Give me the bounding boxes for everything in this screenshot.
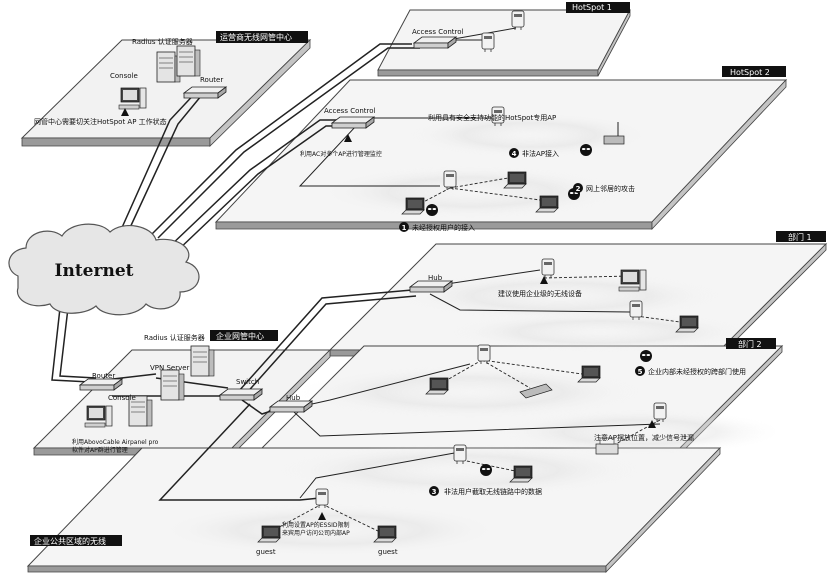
- hotspot2-tag: [722, 66, 786, 77]
- enterprise-radius-label: Radius 认证服务器: [144, 333, 205, 342]
- hotspot1-access-control-icon: [413, 36, 457, 49]
- badge-4: [509, 148, 519, 158]
- isp-radius-label: Radius 认证服务器: [132, 37, 193, 46]
- isp-center-title: 运营商无线网管中心: [220, 32, 292, 42]
- hacker-icon: [480, 464, 492, 476]
- secure-ap-note: 利用具有安全支持功能的HotSpot专用AP: [428, 113, 556, 122]
- hotspot2-title: HotSpot 2: [730, 68, 770, 77]
- threat4-label: 非法AP接入: [522, 149, 559, 158]
- enterprise-center-tag: [210, 330, 278, 341]
- badge-5-num: 5: [638, 368, 643, 376]
- dept1-ap2-icon: [629, 300, 643, 321]
- ssid-note-line1: 利用设置AP的ESSID限制: [282, 521, 350, 529]
- hotspot1: HotSpot 1 Access Control: [412, 2, 630, 53]
- dept1-ap1-icon: [541, 258, 555, 279]
- enterprise-router-label: Router: [92, 372, 115, 380]
- public-area: 企业公共区域的无线 3 非法用户截取无线链路中的数据 利用设置AP的ESSID限…: [30, 444, 542, 556]
- threat2-label: 网上邻居的攻击: [586, 184, 635, 193]
- dept2-hub-label: Hub: [286, 394, 301, 402]
- ac-monitor-note: 利用AC对多个AP进行管理监控: [300, 150, 382, 158]
- dept2-hub-icon: [269, 400, 313, 413]
- radius-server-icon: [156, 51, 181, 83]
- dept1-note: 建议使用企业级的无线设备: [498, 289, 582, 298]
- enterprise-console-icon: [84, 405, 113, 428]
- public-ap1-icon: [453, 444, 467, 465]
- hotspot1-ap2-icon: [481, 32, 495, 53]
- dept2-printer-icon: [595, 437, 619, 455]
- badge-4-num: 4: [512, 150, 517, 158]
- badge-2: [573, 183, 583, 193]
- badge-1: [399, 222, 409, 232]
- badge-2-num: 2: [576, 185, 581, 193]
- server-icon: [176, 45, 201, 77]
- public-area-tag: [30, 535, 122, 546]
- radius-server-icon: [190, 345, 215, 377]
- guest2-label: guest: [378, 548, 398, 556]
- hacker-icon: [640, 350, 652, 362]
- public-ap2-icon: [315, 488, 329, 509]
- dept2-pda-icon: [519, 383, 553, 399]
- isp-console-label: Console: [110, 72, 138, 80]
- placement-note: 注意AP摆放位置，减少信号泄漏: [594, 433, 694, 442]
- enterprise-note-line2: 软件对AP群进行管理: [72, 446, 128, 454]
- threat3-label: 非法用户截取无线链路中的数据: [444, 487, 542, 496]
- isp-center-tag: [216, 31, 308, 43]
- hotspot2-ap-icon: [443, 170, 457, 191]
- dept2-title: 部门 2: [738, 339, 762, 349]
- vpn-server-icon: [160, 369, 185, 401]
- console-pc-icon: [118, 87, 147, 110]
- rogue-ap-icon: [603, 122, 625, 145]
- enterprise-center-title: 企业网管中心: [216, 331, 264, 341]
- hotspot1-ap-icon: [511, 10, 525, 31]
- dept2-ap1-icon: [477, 344, 491, 365]
- switch-icon: [219, 388, 263, 401]
- enterprise-note-line1: 利用AbovoCable Airpanel pro: [72, 438, 159, 446]
- threat5-label: 企业内部未经授权的跨部门使用: [648, 367, 746, 376]
- dept1-hub-icon: [409, 280, 453, 293]
- public-area-title: 企业公共区域的无线: [34, 536, 106, 546]
- hotspot1-tag: [566, 2, 630, 13]
- ssid-note-line2: 来宾用户访问公司内部AP: [282, 529, 350, 537]
- dept1-pc-icon: [618, 269, 647, 292]
- hacker-icon: [426, 204, 438, 216]
- hacker-icon: [580, 144, 592, 156]
- dept1: 部门 1 Hub 建议使用企业级的无线设备: [409, 231, 826, 333]
- hotspot2: HotSpot 2 Access Control 利用具有安全支持功能的HotS…: [300, 66, 786, 232]
- network-cables: [51, 43, 420, 501]
- isp-center: 运营商无线网管中心 Radius 认证服务器 Console Router 网管…: [34, 31, 308, 126]
- vpn-label: VPN Server: [150, 364, 190, 372]
- hotspot2-access-control-label: Access Control: [324, 107, 376, 115]
- dept2-tag: [726, 338, 776, 349]
- badge-3-num: 3: [432, 488, 437, 496]
- internet-cloud: Internet: [8, 223, 200, 316]
- hotspot1-access-control-label: Access Control: [412, 28, 464, 36]
- switch-label: Switch: [236, 378, 259, 386]
- internet-label: Internet: [55, 261, 134, 281]
- hotspot2-access-control-icon: [331, 116, 375, 129]
- guest1-label: guest: [256, 548, 276, 556]
- badge-3: [429, 486, 439, 496]
- dept1-title: 部门 1: [788, 232, 812, 242]
- isp-router-label: Router: [200, 76, 223, 84]
- isp-router-icon: [183, 86, 227, 99]
- dept2: 部门 2 Hub 5 企业内部未经授权的跨部门使用 注意AP摆放位置，减少信号泄…: [269, 338, 776, 455]
- badge-5: [635, 366, 645, 376]
- badge-1-num: 1: [402, 224, 407, 232]
- enterprise-center: 企业网管中心 Radius 认证服务器 VPN Server Router Sw…: [72, 330, 278, 454]
- hotspot1-title: HotSpot 1: [572, 3, 612, 12]
- dept2-ap2-icon: [653, 402, 667, 423]
- dept1-hub-label: Hub: [428, 274, 443, 282]
- threat1-label: 未经授权用户的接入: [412, 223, 475, 232]
- hotspot1-platform: [377, 9, 631, 71]
- isp-note: 网管中心需要切关注HotSpot AP 工作状态: [34, 117, 167, 126]
- dept1-tag: [776, 231, 826, 242]
- enterprise-console-label: Console: [108, 394, 136, 402]
- enterprise-router-icon: [79, 378, 123, 391]
